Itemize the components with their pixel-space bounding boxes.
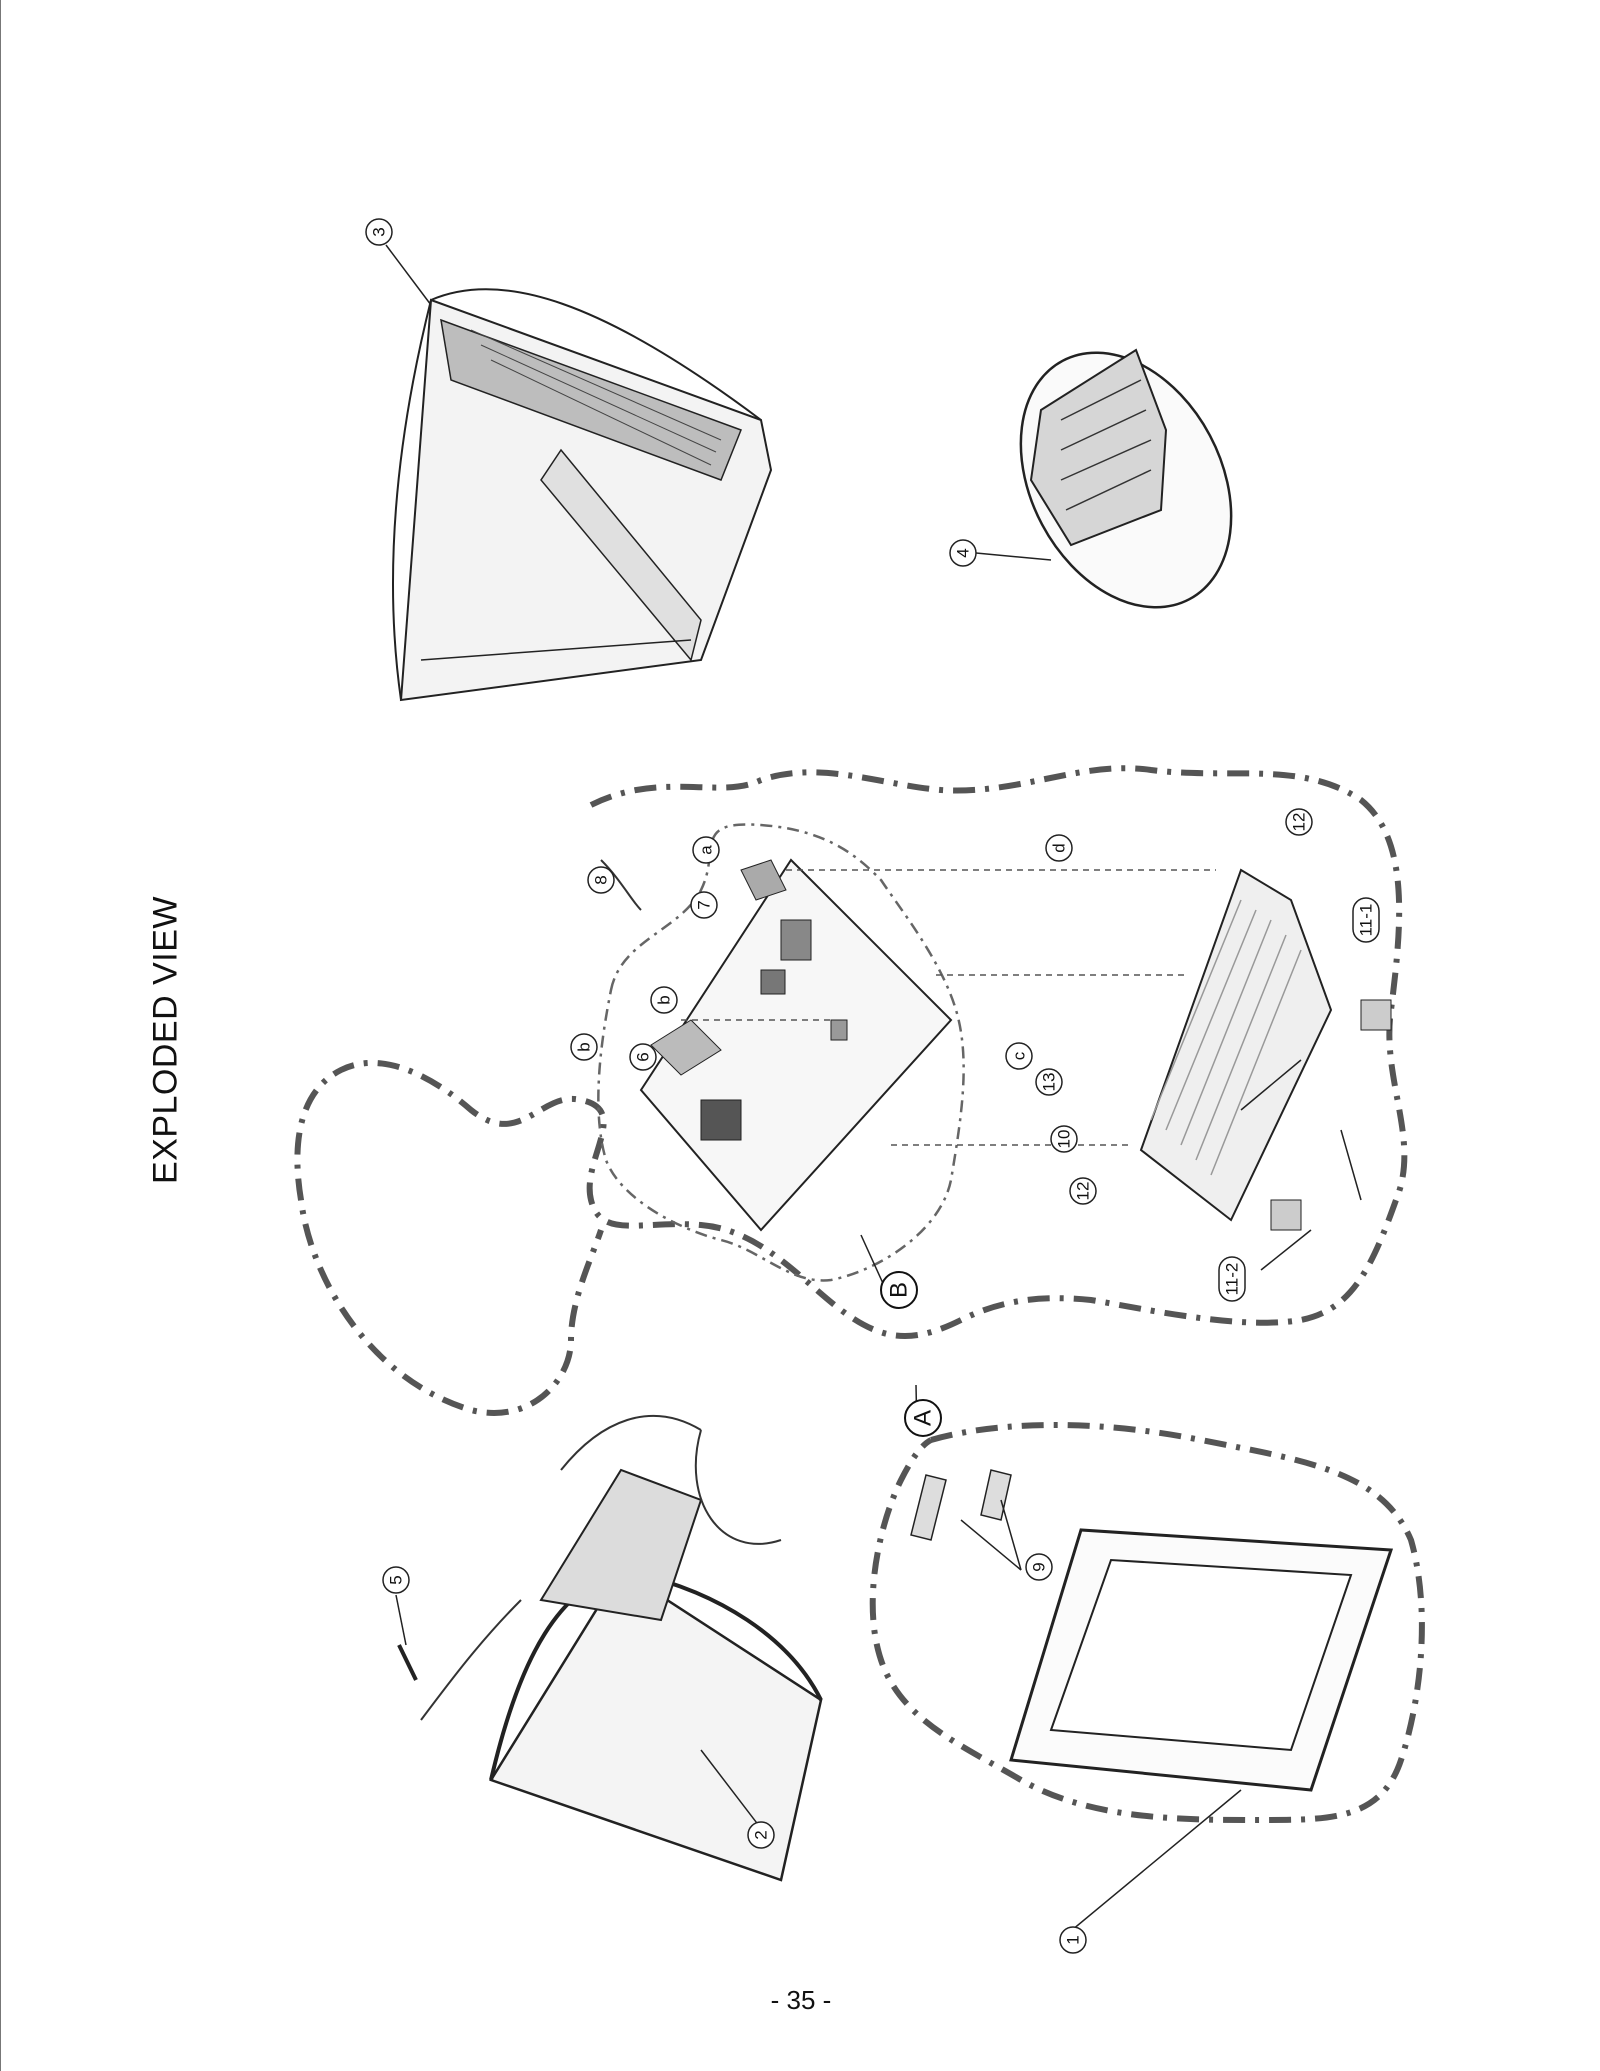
callout-3: 3 <box>365 218 393 246</box>
callout-4: 4 <box>949 539 977 567</box>
svg-text:4: 4 <box>954 548 973 557</box>
control-boards-part <box>910 1469 1012 1541</box>
callout-6: 6 <box>629 1043 657 1071</box>
svg-text:8: 8 <box>592 875 611 884</box>
svg-text:b: b <box>655 995 674 1004</box>
front-group-boundary <box>869 1422 1425 1823</box>
svg-text:6: 6 <box>634 1052 653 1061</box>
chassis-frame-part <box>1139 868 1392 1231</box>
svg-text:1: 1 <box>1064 1935 1083 1944</box>
callout-13: 13 <box>1035 1068 1063 1096</box>
callout-12-top: 12 <box>1285 808 1313 836</box>
svg-text:d: d <box>1050 843 1069 852</box>
svg-text:2: 2 <box>752 1830 771 1839</box>
callout-1: 1 <box>1059 1926 1087 1954</box>
page-number: - 35 - <box>770 1985 832 2015</box>
callout-labels: 3 4 8 a 7 d 12 <box>365 218 1380 1954</box>
svg-text:9: 9 <box>1030 1562 1049 1571</box>
callout-10: 10 <box>1050 1125 1078 1153</box>
callout-11-2: 11-2 <box>1218 1256 1246 1302</box>
svg-text:c: c <box>1010 1051 1029 1060</box>
callout-7: 7 <box>690 891 718 919</box>
svg-text:5: 5 <box>387 1575 406 1584</box>
screw-part <box>397 1644 418 1681</box>
callout-5: 5 <box>382 1566 410 1594</box>
group-a-boundary <box>294 765 1408 1416</box>
callout-b-upper: b <box>650 986 678 1014</box>
callout-b-lower: b <box>570 1033 598 1061</box>
svg-text:12: 12 <box>1074 1182 1093 1201</box>
svg-text:12: 12 <box>1290 813 1309 832</box>
callout-c: c <box>1005 1042 1033 1070</box>
front-bezel-part <box>1009 1528 1394 1792</box>
svg-text:b: b <box>575 1042 594 1051</box>
callout-2: 2 <box>747 1821 775 1849</box>
svg-text:B: B <box>886 1282 913 1298</box>
callout-d: d <box>1045 834 1073 862</box>
callout-9: 9 <box>1025 1553 1053 1581</box>
svg-text:7: 7 <box>695 900 714 909</box>
group-label-b: B <box>880 1271 918 1309</box>
group-label-a: A <box>904 1399 942 1437</box>
leader-lines <box>385 244 1362 1936</box>
svg-text:A: A <box>910 1410 937 1426</box>
svg-text:a: a <box>697 845 716 855</box>
svg-text:13: 13 <box>1040 1073 1059 1092</box>
svg-text:11-1: 11-1 <box>1357 904 1376 937</box>
callout-a: a <box>692 836 720 864</box>
main-board-part <box>600 858 953 1232</box>
alignment-lines <box>681 869 1216 1146</box>
crt-tube-part <box>420 1415 823 1882</box>
callout-8: 8 <box>587 866 615 894</box>
svg-text:11-2: 11-2 <box>1223 1263 1242 1296</box>
group-labels: B A <box>880 1271 942 1437</box>
svg-text:10: 10 <box>1055 1130 1074 1149</box>
svg-text:3: 3 <box>370 227 389 236</box>
stand-part <box>1019 348 1233 609</box>
back-cover-part <box>391 288 773 702</box>
callout-12-bottom: 12 <box>1069 1177 1097 1205</box>
callout-11-1: 11-1 <box>1352 897 1380 943</box>
